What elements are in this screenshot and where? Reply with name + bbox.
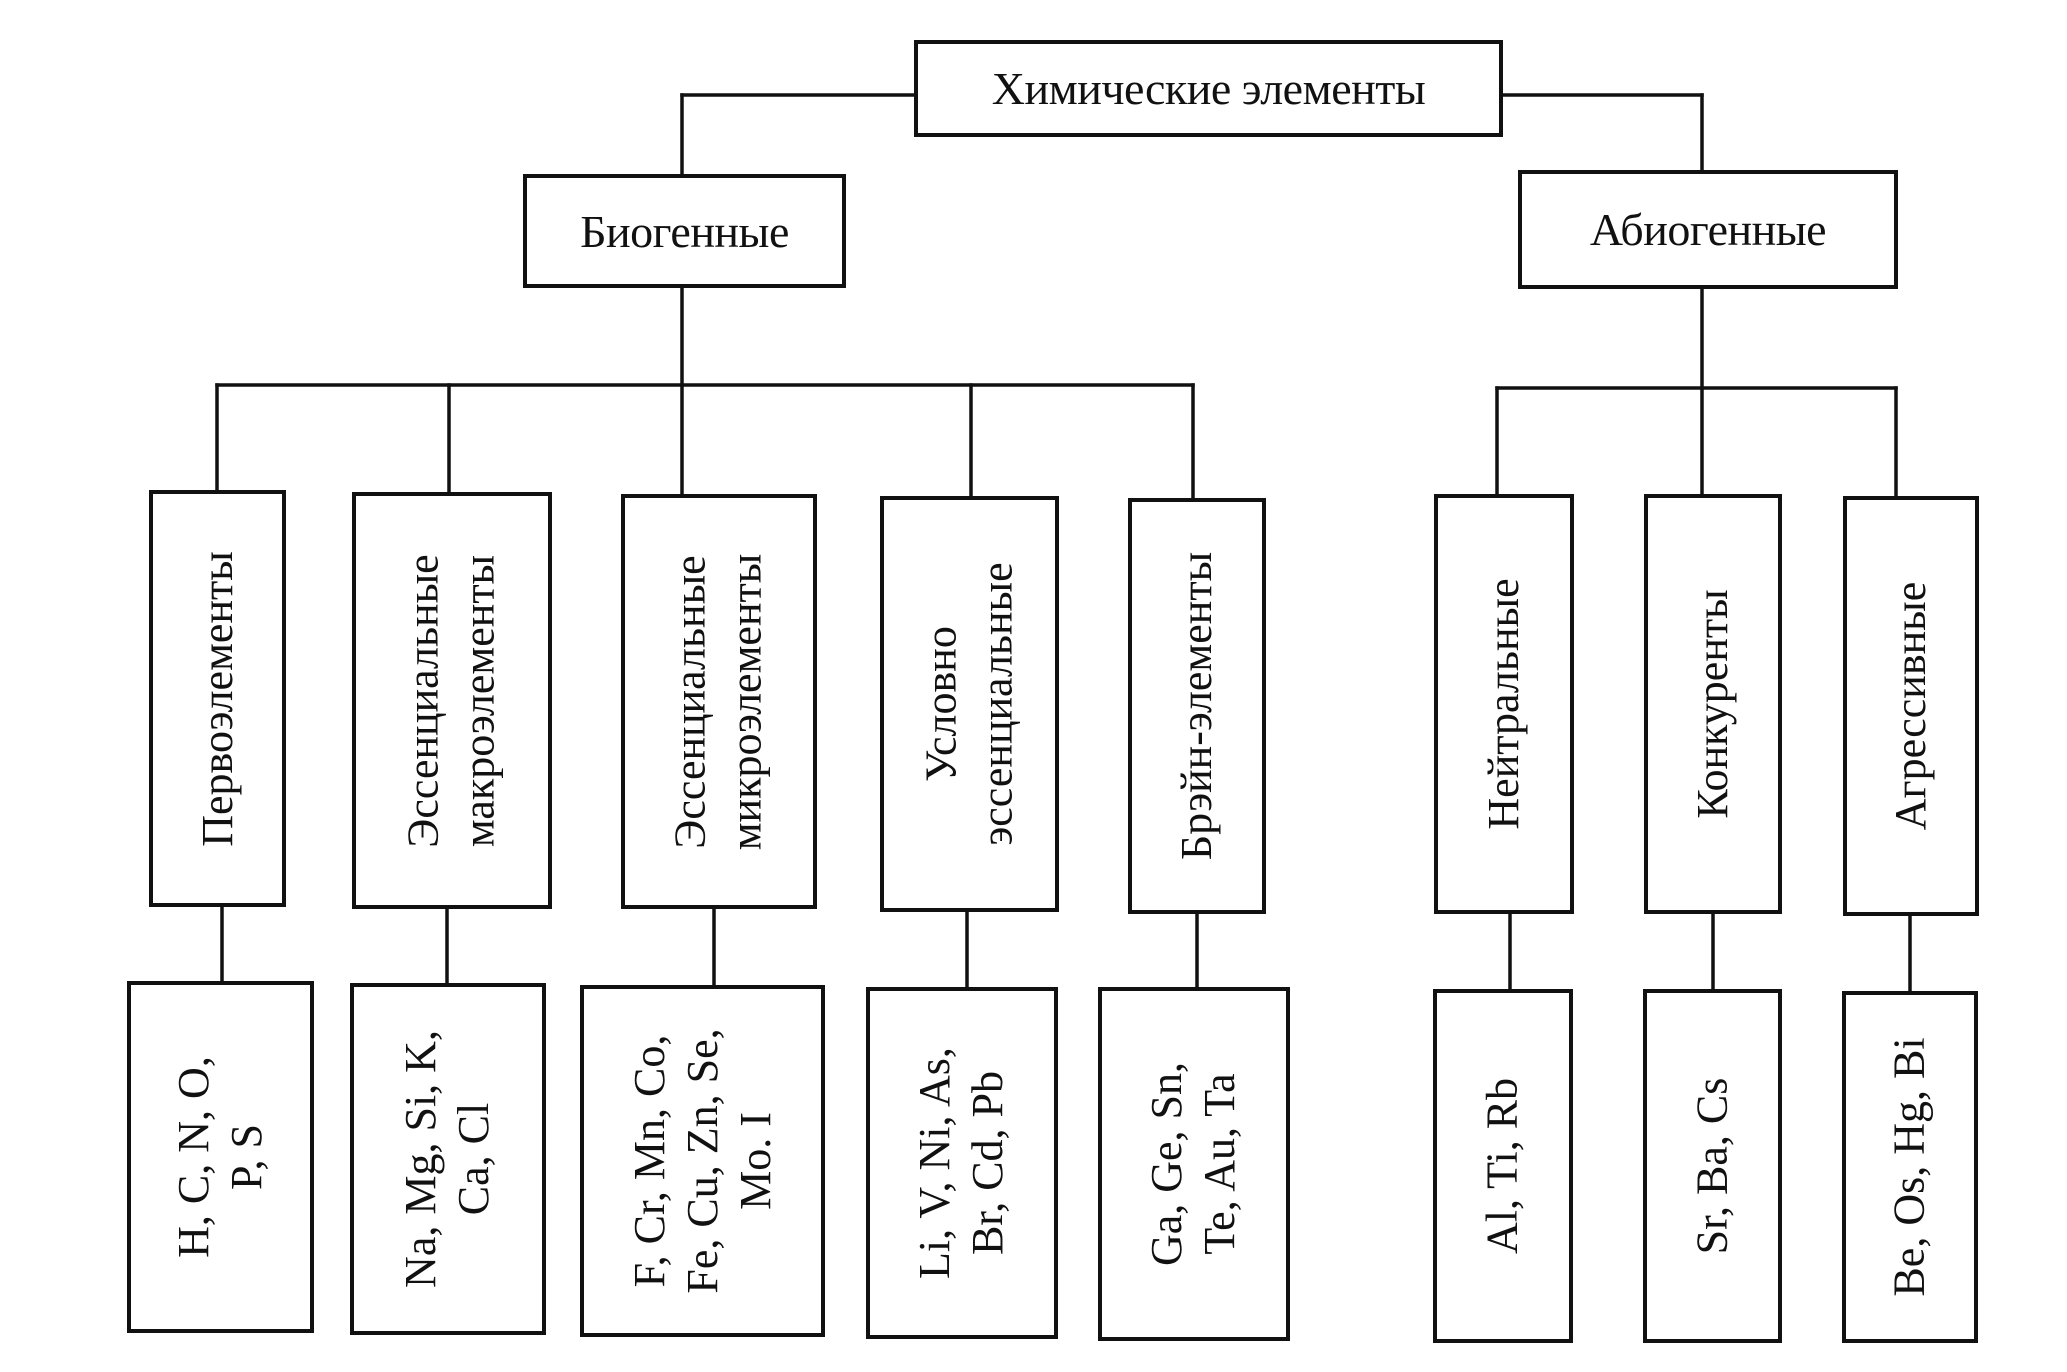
category-label-line: Первоэлементы bbox=[192, 550, 242, 847]
elements-text: F, Cr, Mn, Co,Fe, Cu, Zn, Se,Mo. I bbox=[623, 1028, 781, 1293]
category-label-line: микроэлементы bbox=[722, 553, 771, 850]
category-label: Конкуренты bbox=[1685, 589, 1741, 818]
elements-line: Br, Cd, Pb bbox=[963, 1070, 1012, 1256]
elements-box-biogenic-3: F, Cr, Mn, Co,Fe, Cu, Zn, Se,Mo. I bbox=[580, 985, 825, 1337]
category-box-abiogenic-1: Нейтральные bbox=[1434, 494, 1574, 914]
category-box-abiogenic-3: Агрессивные bbox=[1843, 496, 1979, 916]
elements-line: H, C, N, O, bbox=[168, 1056, 218, 1258]
elements-line: Sr, Ba, Cs bbox=[1687, 1077, 1737, 1255]
category-box-biogenic-5: Брэйн-элементы bbox=[1128, 498, 1266, 914]
category-label-line: Эссенциальные bbox=[398, 553, 448, 848]
elements-text: Na, Mg, Si, K,Ca, Cl bbox=[395, 1030, 501, 1288]
elements-line: Be, Os, Hg, Bi bbox=[1884, 1037, 1934, 1297]
category-box-biogenic-1: Первоэлементы bbox=[149, 490, 286, 907]
elements-text: Al, Ti, Rb bbox=[1477, 1078, 1530, 1254]
category-label-line: Агрессивные bbox=[1885, 581, 1935, 831]
elements-text: Sr, Ba, Cs bbox=[1686, 1078, 1739, 1255]
group-node-abiogenic: Абиогенные bbox=[1518, 170, 1898, 289]
elements-text: H, C, N, O,P, S bbox=[168, 1056, 274, 1258]
elements-box-abiogenic-3: Be, Os, Hg, Bi bbox=[1842, 991, 1978, 1343]
category-label-line: Конкуренты bbox=[1687, 589, 1737, 819]
elements-text: Be, Os, Hg, Bi bbox=[1884, 1037, 1937, 1296]
elements-line: Fe, Cu, Zn, Se, bbox=[677, 1028, 727, 1294]
category-label: Брэйн-элементы bbox=[1169, 552, 1225, 860]
category-box-abiogenic-2: Конкуренты bbox=[1644, 494, 1782, 914]
root-node: Химические элементы bbox=[914, 40, 1503, 137]
elements-box-biogenic-5: Ga, Ge, Sn,Te, Au, Ta bbox=[1098, 987, 1290, 1341]
elements-box-biogenic-1: H, C, N, O,P, S bbox=[127, 981, 314, 1333]
elements-line: Li, V, Ni, As, bbox=[910, 1047, 960, 1279]
group-label-abiogenic: Абиогенные bbox=[1589, 204, 1827, 255]
category-label-line: Эссенциальные bbox=[665, 554, 715, 849]
root-label: Химические элементы bbox=[991, 63, 1426, 114]
elements-line: P, S bbox=[221, 1123, 271, 1191]
category-label-line: эссенциальные bbox=[972, 562, 1022, 846]
elements-text: Ga, Ge, Sn,Te, Au, Ta bbox=[1141, 1062, 1247, 1266]
category-label-line: макроэлементы bbox=[455, 554, 504, 847]
group-node-biogenic: Биогенные bbox=[523, 174, 846, 288]
group-label-biogenic: Биогенные bbox=[580, 205, 789, 257]
elements-box-biogenic-4: Li, V, Ni, As,Br, Cd, Pb bbox=[866, 987, 1058, 1339]
category-label: Первоэлементы bbox=[189, 551, 245, 847]
category-label: Агрессивные bbox=[1883, 582, 1939, 830]
elements-box-abiogenic-1: Al, Ti, Rb bbox=[1433, 989, 1573, 1343]
elements-box-biogenic-2: Na, Mg, Si, K,Ca, Cl bbox=[350, 983, 546, 1335]
category-label-line: Брэйн-элементы bbox=[1171, 551, 1221, 861]
elements-line: Ca, Cl bbox=[449, 1102, 498, 1216]
elements-line: Mo. I bbox=[729, 1112, 779, 1210]
elements-line: Ga, Ge, Sn, bbox=[1142, 1061, 1192, 1267]
category-label-line: Условно bbox=[916, 626, 966, 782]
elements-line: Na, Mg, Si, K, bbox=[396, 1030, 446, 1288]
elements-line: Al, Ti, Rb bbox=[1477, 1077, 1527, 1255]
elements-text: Li, V, Ni, As,Br, Cd, Pb bbox=[909, 1047, 1015, 1279]
elements-box-abiogenic-2: Sr, Ba, Cs bbox=[1643, 989, 1782, 1343]
category-label-line: Нейтральные bbox=[1478, 578, 1528, 830]
category-label: Нейтральные bbox=[1476, 578, 1532, 829]
elements-line: F, Cr, Mn, Co, bbox=[624, 1034, 674, 1288]
elements-line: Te, Au, Ta bbox=[1195, 1073, 1244, 1255]
